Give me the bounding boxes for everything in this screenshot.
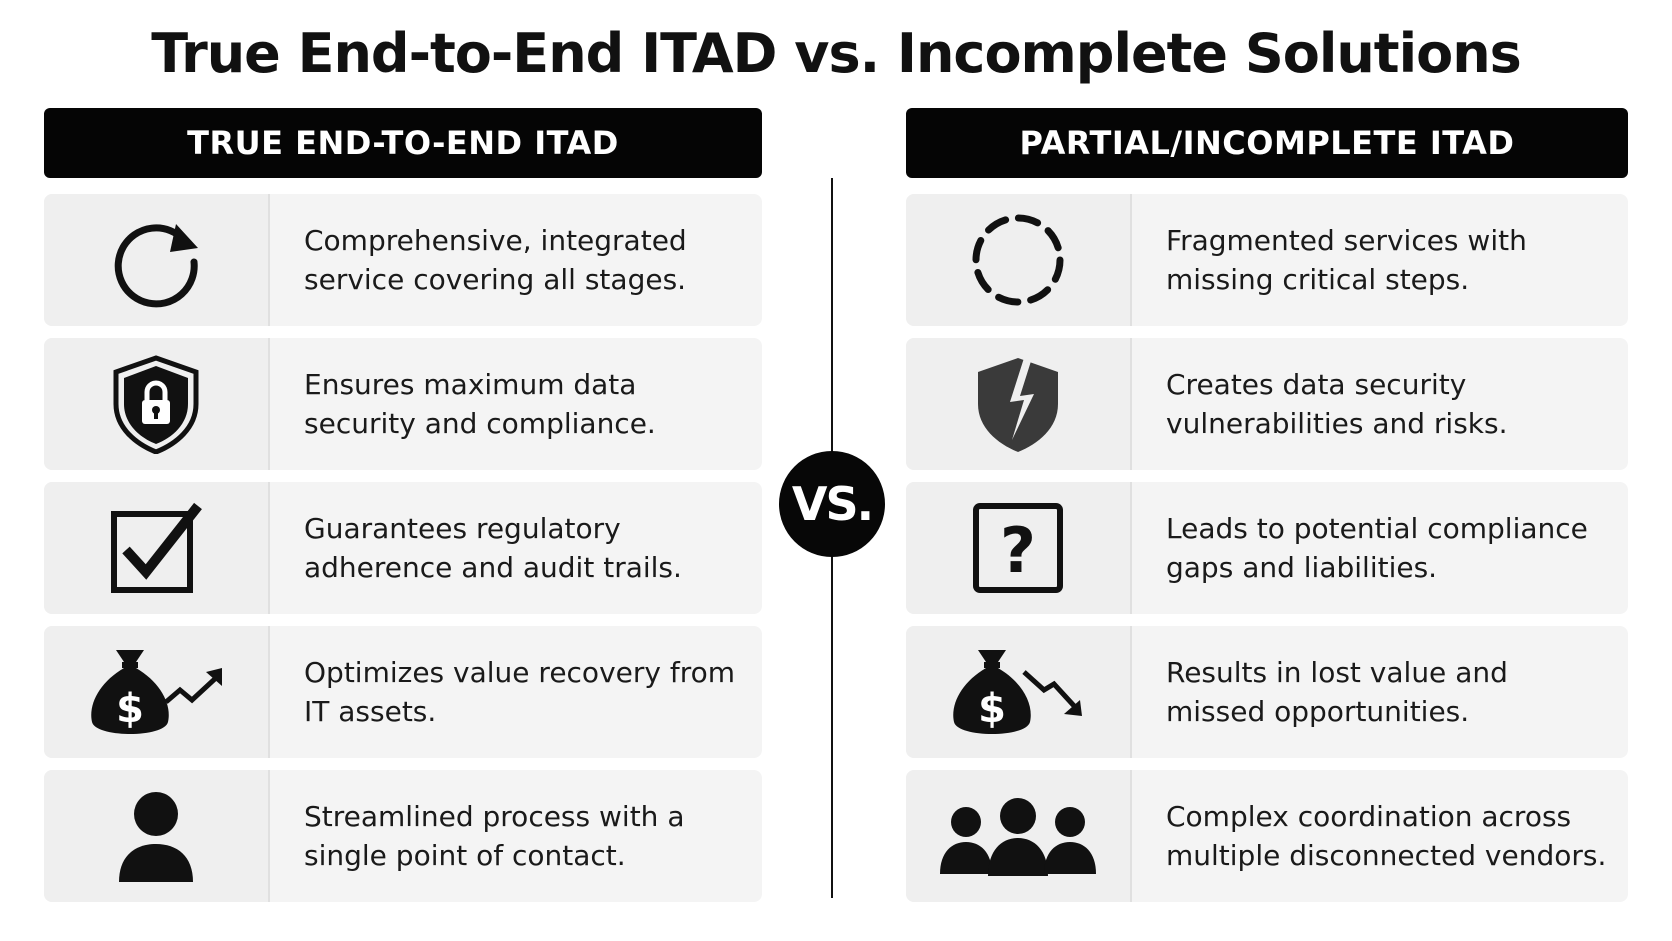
shield-lock-icon <box>44 338 270 470</box>
row-text: Comprehensive, integrated service coveri… <box>304 224 687 296</box>
row-text: Creates data security vulnerabilities an… <box>1166 368 1508 440</box>
incomplete-column: PARTIAL/INCOMPLETE ITAD Fragmented servi… <box>906 108 1628 914</box>
row-text: Ensures maximum data security and compli… <box>304 368 656 440</box>
incomplete-header: PARTIAL/INCOMPLETE ITAD <box>906 108 1628 178</box>
comparison-row: ? Leads to potential compliance gaps and… <box>906 482 1628 614</box>
comparison-row: Comprehensive, integrated service coveri… <box>44 194 762 326</box>
comparison-row: Creates data security vulnerabilities an… <box>906 338 1628 470</box>
svg-text:$: $ <box>116 686 144 732</box>
row-text: Complex coordination across multiple dis… <box>1166 800 1607 872</box>
row-text: Leads to potential compliance gaps and l… <box>1166 512 1588 584</box>
comparison-row: $ Optimizes value recovery from IT asset… <box>44 626 762 758</box>
end-to-end-header: TRUE END-TO-END ITAD <box>44 108 762 178</box>
checkbox-check-icon <box>44 482 270 614</box>
comparison-row: Ensures maximum data security and compli… <box>44 338 762 470</box>
comparison-row: $ Results in lost value and missed oppor… <box>906 626 1628 758</box>
svg-text:$: $ <box>978 686 1006 732</box>
question-box-icon: ? <box>906 482 1132 614</box>
row-text: Fragmented services with missing critica… <box>1166 224 1527 296</box>
row-text: Optimizes value recovery from IT assets. <box>304 656 736 728</box>
page-title: True End-to-End ITAD vs. Incomplete Solu… <box>151 22 1522 85</box>
broken-shield-icon <box>906 338 1132 470</box>
group-people-icon <box>906 770 1132 902</box>
comparison-row: Fragmented services with missing critica… <box>906 194 1628 326</box>
cycle-arrow-icon <box>44 194 270 326</box>
row-text: Results in lost value and missed opportu… <box>1166 656 1508 728</box>
dashed-circle-icon <box>906 194 1132 326</box>
row-text: Streamlined process with a single point … <box>304 800 685 872</box>
single-person-icon <box>44 770 270 902</box>
money-bag-trend-up-icon: $ <box>44 626 270 758</box>
svg-text:?: ? <box>1000 514 1036 587</box>
end-to-end-column: TRUE END-TO-END ITAD Comprehensive, inte… <box>44 108 762 914</box>
comparison-row: Guarantees regulatory adherence and audi… <box>44 482 762 614</box>
comparison-row: Streamlined process with a single point … <box>44 770 762 902</box>
money-bag-trend-down-icon: $ <box>906 626 1132 758</box>
vs-badge: VS. <box>779 451 885 557</box>
comparison-row: Complex coordination across multiple dis… <box>906 770 1628 902</box>
row-text: Guarantees regulatory adherence and audi… <box>304 512 682 584</box>
